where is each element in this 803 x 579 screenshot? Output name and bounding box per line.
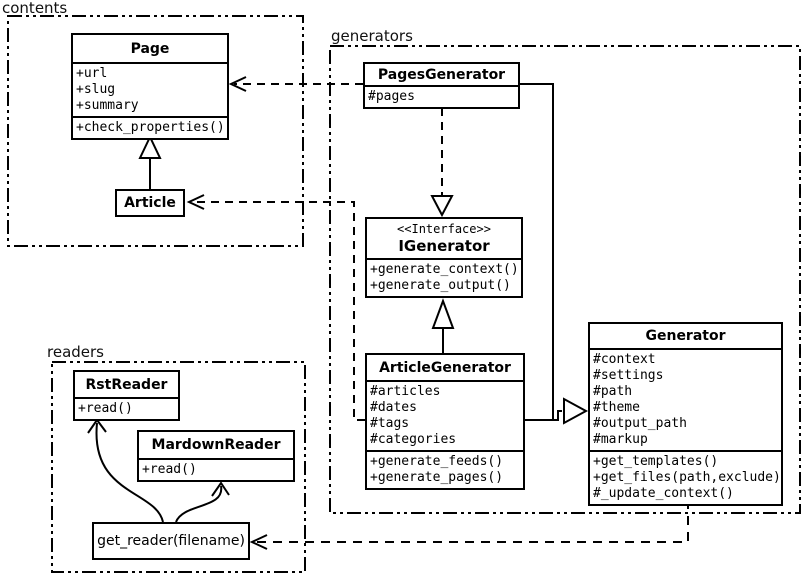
attribute: #markup — [593, 432, 648, 447]
method: +read() — [78, 401, 133, 416]
realization-pagesgenerator-to-igenerator — [430, 108, 454, 218]
method: +read() — [142, 462, 197, 477]
package-label-generators: generators — [331, 27, 413, 45]
class-rstreader-title: RstReader — [85, 376, 168, 393]
attribute: #path — [593, 384, 633, 399]
attribute: #categories — [370, 432, 457, 447]
class-generator: Generator #context #settings #path #them… — [588, 322, 783, 506]
class-generator-attributes: #context #settings #path #theme #output_… — [590, 348, 781, 450]
class-mardownreader-methods: +read() — [139, 458, 293, 480]
class-generator-title: Generator — [645, 328, 726, 344]
attribute: #theme — [593, 400, 640, 415]
class-articlegenerator-methods: +generate_feeds() +generate_pages() — [367, 450, 523, 488]
class-articlegenerator-title: ArticleGenerator — [379, 359, 511, 376]
class-pagesgenerator-attributes: #pages — [365, 85, 518, 107]
generalization-article-to-page — [138, 134, 162, 189]
method: #_update_context() — [593, 486, 734, 501]
attribute: +url — [76, 66, 108, 81]
class-mardownreader: MardownReader +read() — [137, 430, 295, 482]
class-igenerator-title: IGenerator — [398, 237, 490, 255]
class-igenerator-methods: +generate_context() +generate_output() — [367, 258, 521, 296]
generalization-articlegenerator-to-igenerator — [431, 298, 455, 353]
dependency-generator-to-getreader — [249, 500, 689, 550]
attribute: #articles — [370, 384, 441, 399]
attribute: #context — [593, 352, 656, 367]
method: +generate_pages() — [370, 470, 504, 485]
class-rstreader-methods: +read() — [75, 397, 178, 419]
class-pagesgenerator-title: PagesGenerator — [377, 66, 506, 83]
class-page: Page +url +slug +summary +check_properti… — [71, 33, 229, 140]
attribute: #pages — [368, 89, 415, 104]
attribute: +summary — [76, 98, 139, 113]
class-igenerator: <<Interface>> IGenerator +generate_conte… — [365, 217, 523, 298]
arrow-getreader-to-mardownreader — [175, 481, 230, 523]
class-rstreader: RstReader +read() — [73, 370, 180, 421]
method: +generate_feeds() — [370, 454, 504, 469]
generalization-to-generator — [520, 83, 589, 425]
method: +check_properties() — [76, 120, 225, 135]
attribute: #tags — [370, 416, 410, 431]
package-label-contents: contents — [2, 0, 68, 17]
class-articlegenerator: ArticleGenerator #articles #dates #tags … — [365, 353, 525, 490]
class-page-title: Page — [130, 40, 170, 57]
class-article-title: Article — [124, 195, 176, 211]
class-articlegenerator-attributes: #articles #dates #tags #categories — [367, 380, 523, 450]
attribute: #output_path — [593, 416, 687, 431]
dependency-articlegenerator-to-article — [186, 194, 365, 421]
class-igenerator-stereotype: <<Interface>> — [397, 222, 491, 236]
class-page-methods: +check_properties() — [73, 116, 227, 138]
class-article: Article — [115, 189, 185, 217]
method: +get_templates() — [593, 454, 719, 469]
attribute: +slug — [76, 82, 116, 97]
class-generator-methods: +get_templates() +get_files(path,exclude… — [590, 450, 781, 504]
function-get-reader: get_reader(filename) — [92, 522, 250, 560]
method: +generate_output() — [370, 278, 511, 293]
package-label-readers: readers — [47, 343, 104, 361]
attribute: #dates — [370, 400, 417, 415]
attribute: #settings — [593, 368, 664, 383]
class-mardownreader-title: MardownReader — [151, 437, 281, 453]
dependency-pagesgenerator-to-page — [228, 76, 363, 92]
class-pagesgenerator: PagesGenerator #pages — [363, 62, 520, 109]
class-igenerator-header: <<Interface>> IGenerator — [367, 219, 521, 258]
method: +get_files(path,exclude) — [593, 470, 781, 485]
class-page-attributes: +url +slug +summary — [73, 62, 227, 116]
method: +generate_context() — [370, 262, 519, 277]
